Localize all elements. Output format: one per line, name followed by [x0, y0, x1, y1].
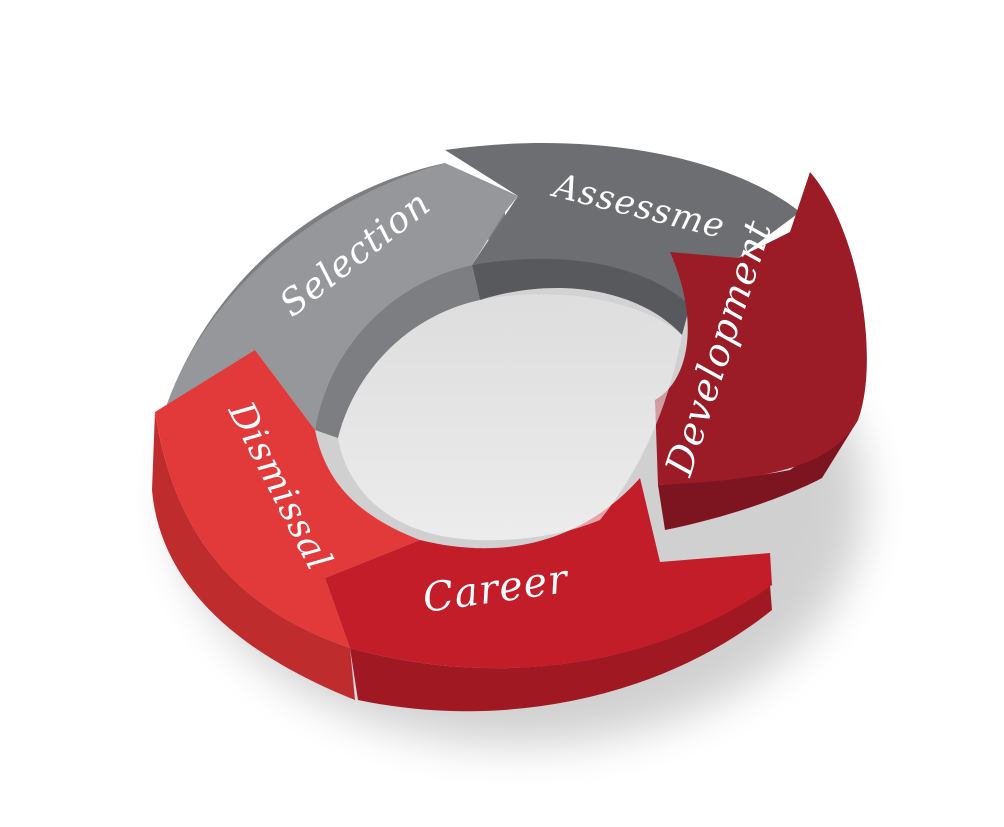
- segment-dismissal-top: [155, 350, 420, 648]
- segment-selection-top: [165, 163, 518, 430]
- segment-dismissal: [152, 350, 420, 700]
- segment-career-top: [325, 478, 772, 669]
- segment-selection-inner-wall: [315, 265, 480, 438]
- segment-development-top: [655, 172, 867, 485]
- segment-career: [325, 478, 772, 712]
- segment-development: [655, 172, 867, 530]
- segment-career-side: [350, 585, 772, 712]
- segment-assessment-side: [472, 257, 690, 335]
- segment-selection: [165, 163, 518, 438]
- ring-hole: [338, 294, 682, 541]
- segment-dismissal-side: [152, 412, 355, 700]
- segment-development-side: [658, 420, 858, 530]
